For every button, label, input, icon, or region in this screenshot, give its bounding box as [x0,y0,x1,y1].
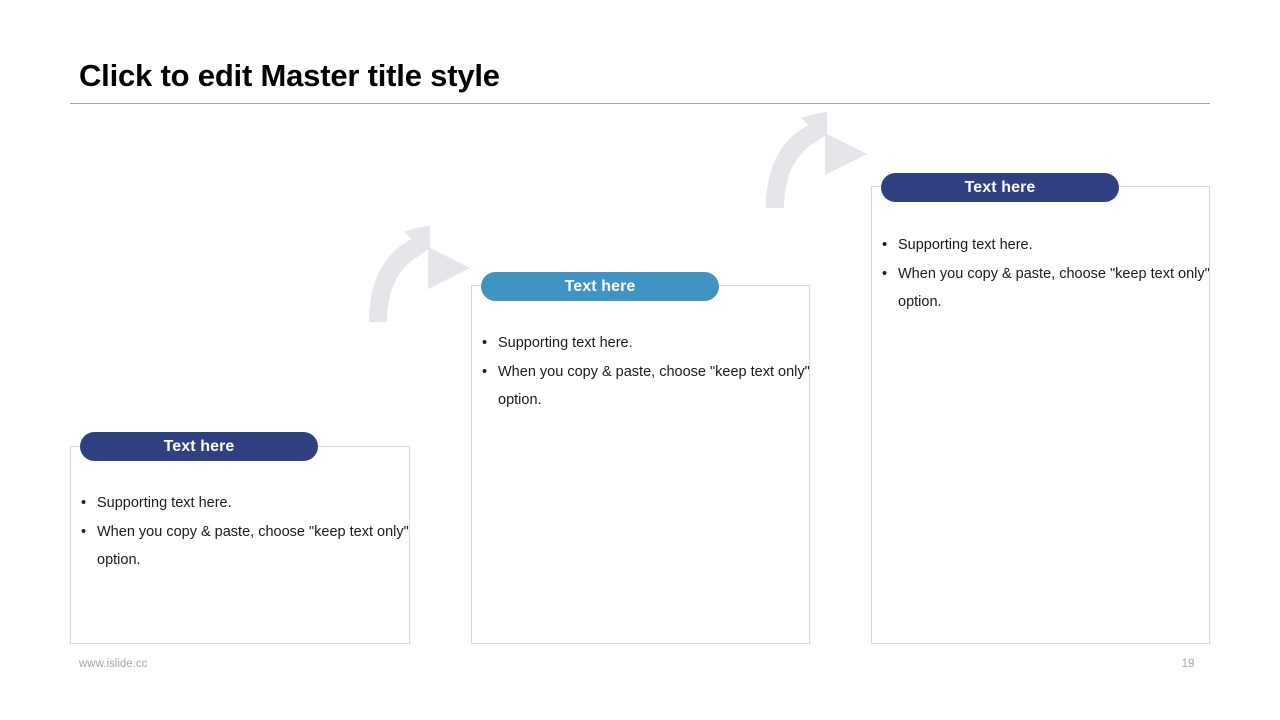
list-item: Supporting text here. [880,231,1210,260]
title-divider [70,103,1210,104]
list-item: When you copy & paste, choose "keep text… [480,358,810,415]
bullet-list: Supporting text here. When you copy & pa… [880,231,1210,317]
list-item: Supporting text here. [480,329,810,358]
footer-url: www.islide.cc [79,658,148,670]
step-card-2-body: Supporting text here. When you copy & pa… [480,329,810,415]
step-card-1-body: Supporting text here. When you copy & pa… [79,489,409,575]
page-title: Click to edit Master title style [79,58,500,93]
bullet-list: Supporting text here. When you copy & pa… [79,489,409,575]
list-item: When you copy & paste, choose "keep text… [880,260,1210,317]
curved-arrow-step-1-to-2 [369,226,470,322]
step-card-3-header-pill[interactable]: Text here [881,173,1119,202]
curved-arrow-step-2-to-3 [766,112,867,208]
step-card-2-header-pill[interactable]: Text here [481,272,719,301]
bullet-list: Supporting text here. When you copy & pa… [480,329,810,415]
footer-page-number: 19 [1181,658,1195,670]
list-item: Supporting text here. [79,489,409,518]
step-card-1-header-pill[interactable]: Text here [80,432,318,461]
list-item: When you copy & paste, choose "keep text… [79,518,409,575]
step-card-3-body: Supporting text here. When you copy & pa… [880,231,1210,317]
